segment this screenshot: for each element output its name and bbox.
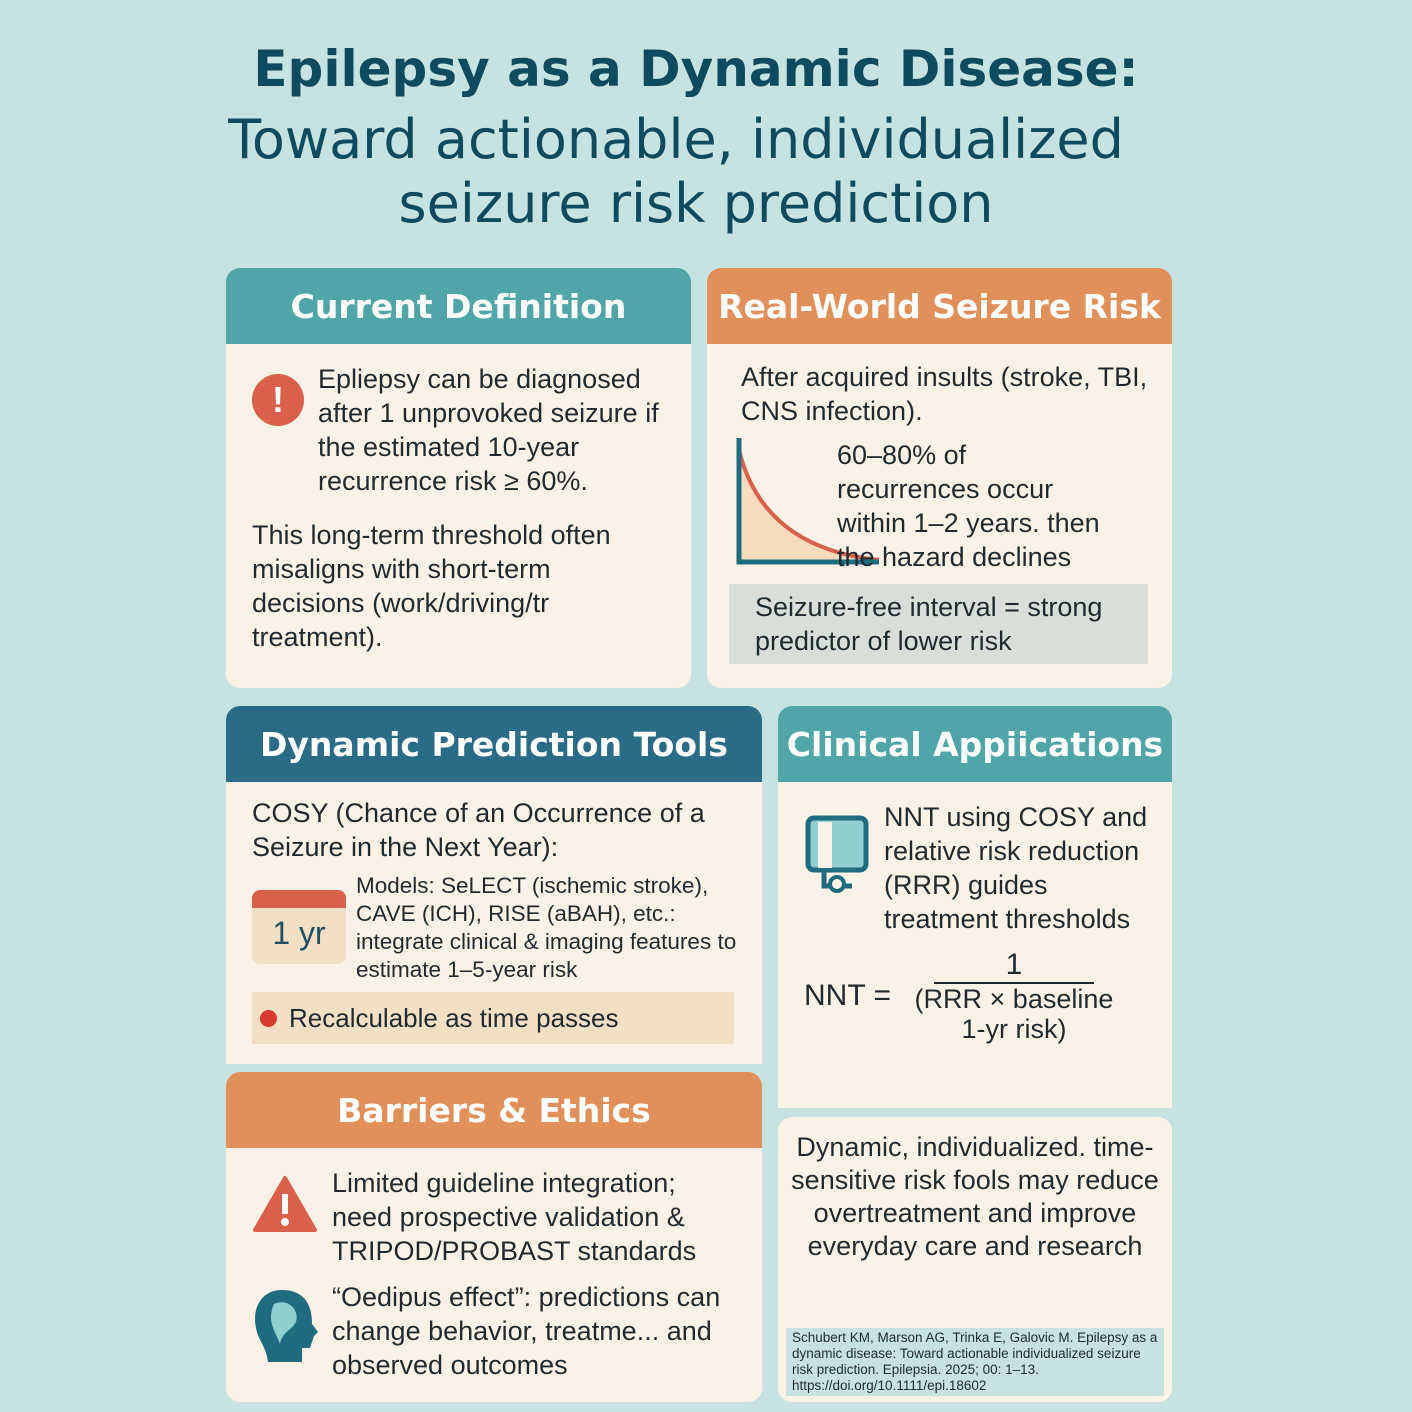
calendar-icon: 1 yr [252, 890, 346, 964]
clinical-applications-card: Clinical Appiications NNT using COSY and… [778, 706, 1172, 1108]
recurrence-text: 60–80% of recurrences occur within 1–2 y… [837, 440, 1100, 572]
card-heading: Current Definition [226, 268, 691, 344]
cosy-text: COSY (Chance of an Occurrence of a Seizu… [252, 798, 705, 862]
nnt-label: NNT = [804, 979, 891, 1012]
intro-text: After acquired insults (stroke, TBI, CNS… [741, 362, 1148, 426]
nnt-denominator: (RRR × baseline 1-yr risk) [914, 984, 1114, 1044]
nnt-text: NNT using COSY and relative risk reducti… [884, 802, 1148, 934]
dynamic-prediction-card: Dynamic Prediction Tools COSY (Chance of… [226, 706, 762, 1064]
red-dot-icon [260, 1009, 277, 1027]
models-text: Models: SeLECT (ischemic stroke), CAVE (… [356, 873, 737, 982]
recalculable-note: Recalculable as time passes [252, 992, 734, 1044]
real-world-risk-card: Real-World Seizure Risk After acquired i… [707, 268, 1172, 688]
current-definition-card: Current Definition ! Epliepsy can be dia… [226, 268, 691, 688]
conclusion-text: Dynamic, individualized. time-sensitive … [791, 1132, 1159, 1261]
definition-text: Epliepsy can be diagnosed after 1 unprov… [318, 364, 659, 496]
hazard-curve-icon [736, 438, 880, 565]
card-heading: Dynamic Prediction Tools [226, 706, 762, 782]
monitor-device-icon [805, 815, 869, 893]
threshold-note: This long-term threshold often misaligns… [252, 520, 611, 652]
head-profile-icon [255, 1290, 318, 1362]
card-heading: Barriers & Ethics [226, 1072, 762, 1148]
calendar-label: 1 yr [272, 915, 326, 951]
citation: Schubert KM, Marson AG, Trinka E, Galovi… [786, 1328, 1164, 1396]
barriers-ethics-card: Barriers & Ethics Limited guideline inte… [226, 1072, 762, 1402]
title-line1: Epilepsy as a Dynamic Disease: [253, 40, 1139, 98]
card-heading: Clinical Appiications [778, 706, 1172, 782]
guideline-text: Limited guideline integration; need pros… [332, 1168, 697, 1266]
title-line2: Toward actionable, individualized [228, 108, 1124, 171]
conclusion-card: Dynamic, individualized. time-sensitive … [778, 1117, 1172, 1402]
card-heading: Real-World Seizure Risk [707, 268, 1172, 344]
nnt-numerator: 1 [933, 948, 1094, 984]
alert-icon: ! [252, 374, 304, 426]
recalculable-text: Recalculable as time passes [289, 1002, 619, 1033]
warning-triangle-icon [253, 1176, 317, 1232]
title-line3: seizure risk prediction [398, 172, 994, 235]
seizure-free-highlight: Seizure-free interval = strong predictor… [729, 584, 1148, 664]
oedipus-text: “Oedipus effect”: predictions can change… [332, 1282, 721, 1380]
